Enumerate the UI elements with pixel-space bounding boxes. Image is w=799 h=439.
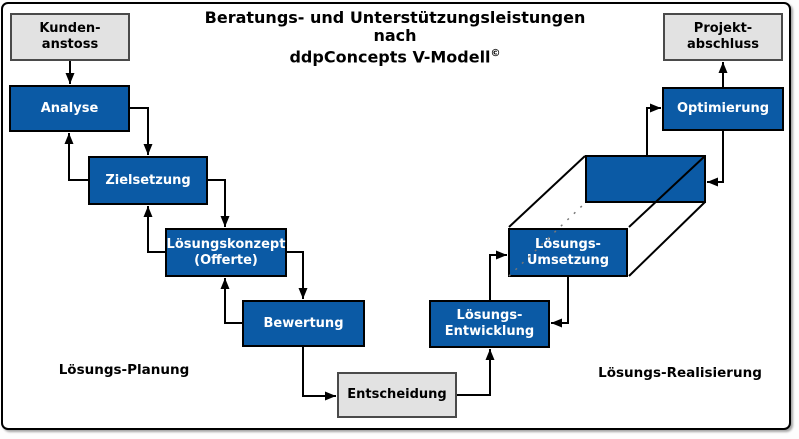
title-line2: nach bbox=[373, 26, 417, 45]
box-projektabschluss-line1: Projekt- bbox=[693, 21, 753, 36]
box-bewertung-label: Bewertung bbox=[263, 315, 344, 331]
box-entwicklung-line1: Lösungs- bbox=[456, 308, 523, 323]
box-projektabschluss: Projekt- abschluss bbox=[663, 13, 783, 61]
box-loesungskonzept: Lösungskonzept (Offerte) bbox=[165, 228, 287, 277]
title-line3: ddpConcepts V-Modell© bbox=[289, 47, 501, 67]
box-optimierung: Optimierung bbox=[662, 87, 784, 131]
box-entwicklung: Lösungs- Entwicklung bbox=[429, 300, 550, 348]
box-loesungskonzept-line2: (Offerte) bbox=[194, 252, 258, 268]
box-projektabschluss-line2: abschluss bbox=[687, 37, 759, 52]
box-umsetzung-3d-backface bbox=[585, 155, 706, 203]
box-zielsetzung: Zielsetzung bbox=[88, 156, 208, 205]
box-entscheidung: Entscheidung bbox=[337, 372, 457, 418]
box-loesungskonzept-line1: Lösungskonzept bbox=[166, 236, 286, 252]
copyright-symbol: © bbox=[490, 48, 501, 59]
phase-label-loesungs-planung: Lösungs-Planung bbox=[58, 362, 190, 378]
box-umsetzung-line1: Lösungs- bbox=[535, 236, 601, 252]
box-kundenanstoss-line2: anstoss bbox=[41, 37, 99, 52]
box-kundenanstoss-line1: Kunden- bbox=[39, 21, 101, 36]
box-optimierung-label: Optimierung bbox=[676, 101, 770, 116]
box-entscheidung-label: Entscheidung bbox=[347, 387, 447, 402]
box-analyse: Analyse bbox=[9, 85, 130, 132]
title-line1: Beratungs- und Unterstützungsleistungen bbox=[204, 8, 586, 27]
box-bewertung: Bewertung bbox=[242, 300, 365, 347]
box-entwicklung-line2: Entwicklung bbox=[444, 324, 535, 339]
diagram-title: Beratungs- und Unterstützungsleistungen … bbox=[170, 9, 620, 66]
box-analyse-label: Analyse bbox=[40, 100, 99, 116]
box-kundenanstoss: Kunden- anstoss bbox=[10, 13, 130, 61]
box-umsetzung-line2: Umsetzung bbox=[526, 252, 610, 268]
phase-label-loesungs-realisierung: Lösungs-Realisierung bbox=[598, 365, 762, 381]
box-umsetzung: Lösungs- Umsetzung bbox=[508, 228, 628, 277]
box-zielsetzung-label: Zielsetzung bbox=[105, 172, 191, 188]
